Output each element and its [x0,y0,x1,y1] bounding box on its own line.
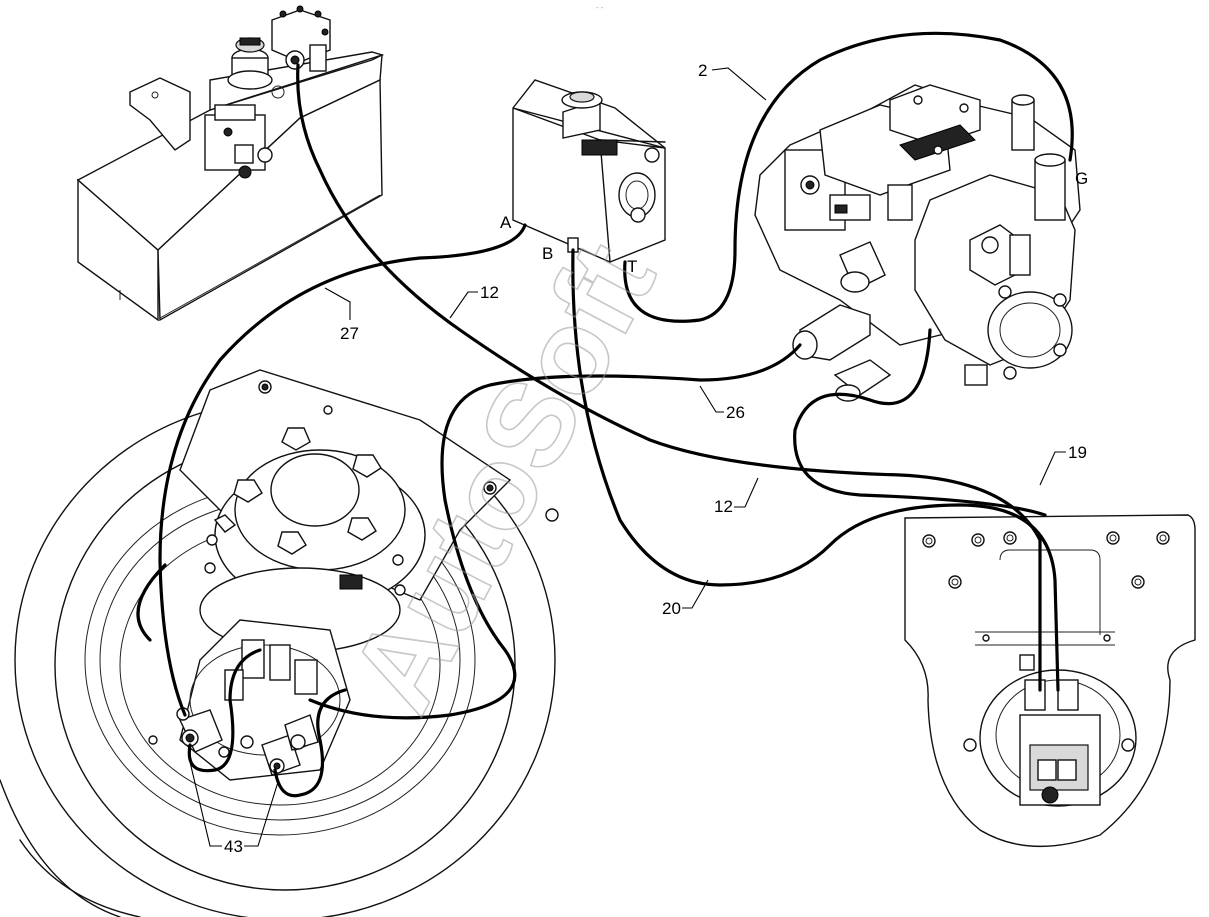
callout-43: 43 [189,761,279,856]
header-mark: - - [596,3,604,12]
port-g-label: G [1075,169,1088,188]
rear-motor-assembly [904,514,1196,847]
tank-valve-block [204,104,273,179]
callout-12-upper: 12 [449,283,499,319]
hydraulic-tank [76,5,385,322]
callout-12-lower: 12 [714,477,759,516]
drive-wheel [0,369,559,917]
callout-26: 26 [699,385,745,422]
callout-12-upper-number: 12 [480,283,499,302]
hose-2 [623,31,1074,323]
wheel-drive-motor [148,619,351,781]
hose-20 [571,248,1060,692]
hydrostatic-pump [754,84,1081,402]
wheel-hub [199,427,426,653]
hose-26 [308,343,802,720]
callout-19-number: 19 [1068,443,1087,462]
callout-2-number: 2 [698,61,707,80]
callout-43-number: 43 [224,837,243,856]
hose-43c [136,563,167,642]
callout-2: 2 [698,61,767,101]
hose-27 [158,223,527,717]
callout-26-number: 26 [726,403,745,422]
callout-19: 19 [1039,443,1087,486]
hose-43a [187,648,262,773]
port-b-label: B [542,244,553,263]
valve-block [512,79,666,263]
callout-27-number: 27 [340,324,359,343]
hose-12 [296,63,1042,692]
port-t-label: T [627,257,637,276]
hose-43b [273,688,347,798]
callout-20-number: 20 [662,599,681,618]
hose-routing [136,31,1074,798]
callout-12-lower-number: 12 [714,497,733,516]
callout-20: 20 [662,579,709,618]
hose-19 [793,328,1047,517]
return-filter [271,5,331,99]
filler-cap [227,37,273,90]
callout-27: 27 [324,287,359,343]
port-a-label: A [500,213,512,232]
